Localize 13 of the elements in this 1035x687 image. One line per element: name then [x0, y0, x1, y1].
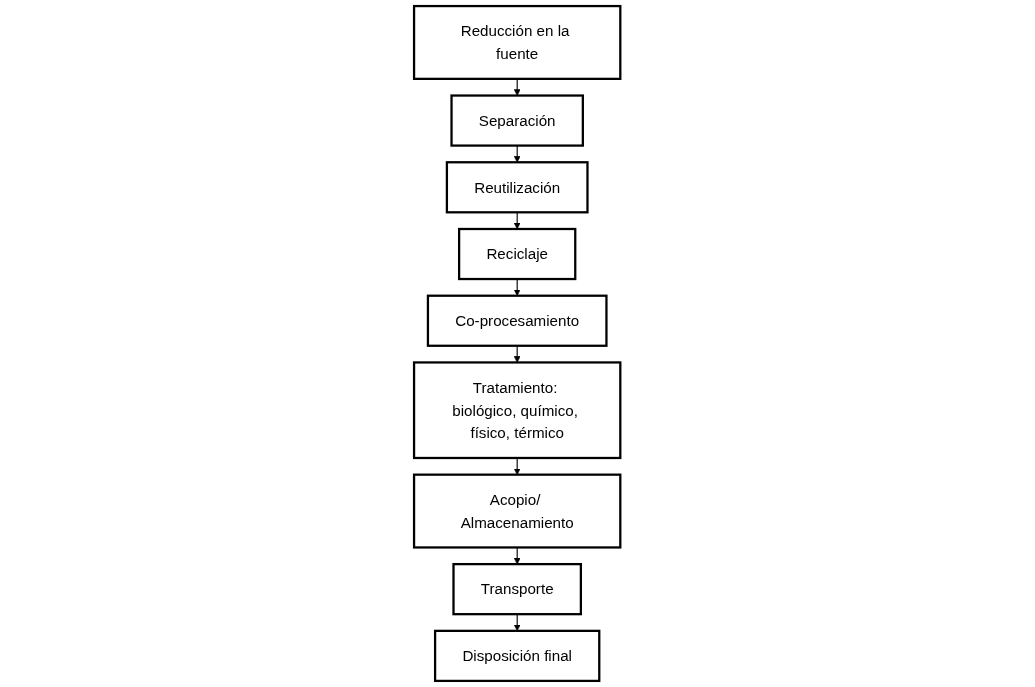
node-box: Transporte	[452, 563, 583, 616]
node-box: Co-procesamiento	[427, 294, 608, 347]
node-box: Disposición final	[434, 629, 601, 683]
arrow	[514, 345, 521, 363]
arrow	[514, 145, 521, 163]
arrow	[514, 78, 521, 96]
node-box: Reducción en la fuente	[413, 4, 622, 80]
node-box: Separación	[450, 94, 585, 147]
node-box: Reciclaje	[458, 227, 577, 281]
node-box: Acopio/ Almacenamiento	[413, 473, 622, 549]
node-box: Reutilización	[446, 161, 589, 214]
arrow	[514, 457, 521, 475]
node-box: Tratamiento: biológico, químico, físico, térmico	[413, 361, 622, 460]
